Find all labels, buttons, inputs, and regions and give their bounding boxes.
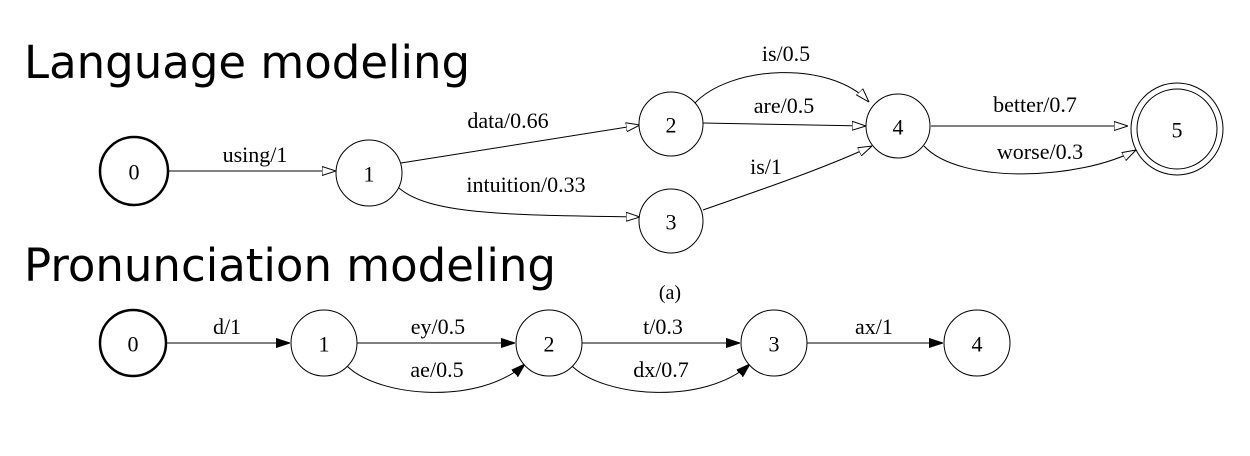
lm-edge-label: are/0.5 <box>754 93 814 118</box>
figure-caption: (a) <box>659 282 681 304</box>
lm-edge-label: worse/0.3 <box>997 139 1083 164</box>
state-label: 3 <box>666 210 677 235</box>
pm-state-1: 1 <box>290 309 358 377</box>
pm-state-4: 4 <box>943 309 1011 377</box>
lm-edge-1-3-line <box>398 187 640 217</box>
lm-state-5-final: 5 <box>1130 82 1224 176</box>
lm-state-4: 4 <box>865 93 931 159</box>
lm-edge-label: data/0.66 <box>467 108 548 133</box>
lm-state-1: 1 <box>335 139 403 207</box>
lm-edge-1-2-line <box>400 125 640 164</box>
pm-edge-label: dx/0.7 <box>633 357 689 382</box>
pm-edge-label: ey/0.5 <box>411 314 465 339</box>
state-label: 1 <box>319 332 330 357</box>
language-fst: using/1 data/0.66 intuition/0.33 is/0.5 … <box>98 41 1224 254</box>
lm-state-3: 3 <box>638 188 704 254</box>
pm-edge-label: ae/0.5 <box>410 357 463 382</box>
lm-edge-2-4-are-line <box>701 123 866 126</box>
state-label: 4 <box>893 115 904 140</box>
pronunciation-fst: d/1 ey/0.5 ae/0.5 t/0.3 dx/0.7 ax/1 0 1 … <box>98 308 1011 393</box>
state-label: 4 <box>972 332 983 357</box>
pm-edge-label: d/1 <box>213 314 241 339</box>
pm-state-2: 2 <box>515 309 583 377</box>
state-label: 0 <box>129 160 140 185</box>
state-label: 1 <box>364 162 375 187</box>
lm-edge-label: better/0.7 <box>993 92 1077 117</box>
lm-edge-label: using/1 <box>223 142 288 167</box>
lm-edge-3-4-line <box>702 146 872 211</box>
pm-edge-2-3-dx-line <box>571 364 750 393</box>
lm-edge-label: intuition/0.33 <box>466 172 585 197</box>
pronunciation-modeling-heading: Pronunciation modeling <box>24 239 556 292</box>
lm-edge-4-5-worse-line <box>923 145 1136 175</box>
pm-edge-label: ax/1 <box>855 314 893 339</box>
lm-state-0: 0 <box>98 135 170 207</box>
lm-edge-label: is/1 <box>750 154 782 179</box>
pm-state-0: 0 <box>98 308 168 378</box>
state-label: 2 <box>544 332 555 357</box>
lm-state-2: 2 <box>638 91 704 157</box>
pm-edge-1-2-ae-line <box>346 364 525 393</box>
lm-edge-label: is/0.5 <box>762 41 810 66</box>
state-label: 3 <box>769 332 780 357</box>
lm-edge-2-4-is-line <box>693 72 869 105</box>
pm-state-3: 3 <box>740 309 808 377</box>
state-label: 2 <box>666 113 677 138</box>
language-modeling-heading: Language modeling <box>24 36 471 89</box>
state-label: 0 <box>128 332 139 357</box>
state-label: 5 <box>1172 118 1183 143</box>
pm-edge-label: t/0.3 <box>643 314 683 339</box>
